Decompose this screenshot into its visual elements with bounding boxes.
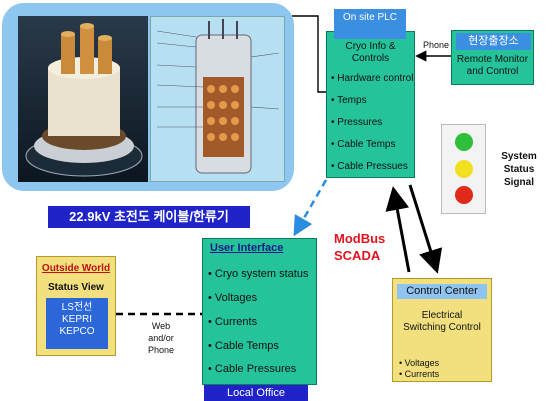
outside-title: Outside World bbox=[41, 263, 111, 274]
plc-item: • Cable Temps bbox=[331, 139, 396, 150]
phone-label: Phone bbox=[423, 40, 450, 50]
user-interface-box bbox=[202, 238, 317, 385]
modbus-label: ModBus SCADA bbox=[334, 231, 386, 263]
modbus-up-arrow bbox=[385, 186, 411, 273]
modbus-down-arrow bbox=[408, 184, 443, 274]
plc-item-label: Cable Temps bbox=[337, 139, 396, 150]
control-center-text: Electrical Switching Control bbox=[403, 310, 481, 333]
ui-item: • Cryo system status bbox=[208, 268, 309, 280]
plc-box: Cryo Info & Controls • Hardware control … bbox=[326, 31, 415, 178]
plc-item-label: Temps bbox=[337, 95, 367, 106]
plc-ui-dashed-arrow bbox=[293, 179, 328, 237]
organization-item: KEPCO bbox=[59, 326, 95, 337]
yellow-lamp-icon bbox=[455, 160, 473, 178]
plc-header: On site PLC bbox=[334, 9, 406, 39]
plc-item-label: Pressures bbox=[337, 117, 383, 128]
plc-item: • Temps bbox=[331, 95, 367, 106]
plc-item: • Pressures bbox=[331, 117, 383, 128]
plc-item: • Cable Pressues bbox=[331, 161, 408, 172]
control-center-item: • Currents bbox=[399, 369, 440, 379]
organization-item: LS전선 bbox=[61, 302, 93, 313]
current-limiter-diagram bbox=[150, 16, 285, 182]
ui-item-label: Cable Pressures bbox=[214, 363, 297, 375]
outside-subtitle: Status View bbox=[48, 282, 104, 293]
organization-item: KEPRI bbox=[61, 314, 92, 325]
control-center-header: Control Center bbox=[397, 284, 487, 299]
red-lamp-icon bbox=[455, 186, 473, 204]
ui-item: • Cable Pressures bbox=[208, 363, 297, 375]
superconducting-cable-photo bbox=[18, 16, 148, 182]
ui-title: User Interface bbox=[210, 242, 284, 254]
control-center-item-label: Currents bbox=[404, 369, 440, 379]
photo-caption: 22.9kV 초전도 케이블/한류기 bbox=[48, 206, 250, 228]
ui-item: • Currents bbox=[208, 316, 258, 328]
green-lamp-icon bbox=[455, 133, 473, 151]
web-phone-label: Web and/or Phone bbox=[147, 321, 175, 355]
ui-item-label: Voltages bbox=[214, 292, 258, 304]
photo-plc-connector bbox=[292, 15, 326, 93]
control-center-item-label: Voltages bbox=[404, 358, 440, 368]
plc-item: • Hardware control bbox=[331, 73, 414, 84]
plc-item-label: Hardware control bbox=[337, 73, 414, 84]
local-office-label: Local Office bbox=[204, 385, 308, 401]
ui-item: • Voltages bbox=[208, 292, 258, 304]
cryostat-illustration bbox=[156, 19, 280, 174]
control-center-item: • Voltages bbox=[399, 358, 440, 368]
ui-item-label: Currents bbox=[214, 316, 258, 328]
system-status-label: System Status Signal bbox=[501, 151, 537, 188]
traffic-light bbox=[441, 124, 486, 214]
remote-monitor-text: Remote Monitor and Control bbox=[456, 54, 529, 77]
organization-list: LS전선 KEPRI KEPCO bbox=[46, 298, 108, 349]
plc-item-label: Cable Pressues bbox=[337, 161, 408, 172]
ui-item-label: Cable Temps bbox=[214, 340, 279, 352]
cable-illustration bbox=[25, 23, 143, 177]
ui-item: • Cable Temps bbox=[208, 340, 279, 352]
plc-subtitle: Cryo Info & Controls bbox=[345, 41, 396, 64]
remote-header: 현장출장소 bbox=[456, 33, 531, 50]
ui-item-label: Cryo system status bbox=[214, 268, 309, 280]
